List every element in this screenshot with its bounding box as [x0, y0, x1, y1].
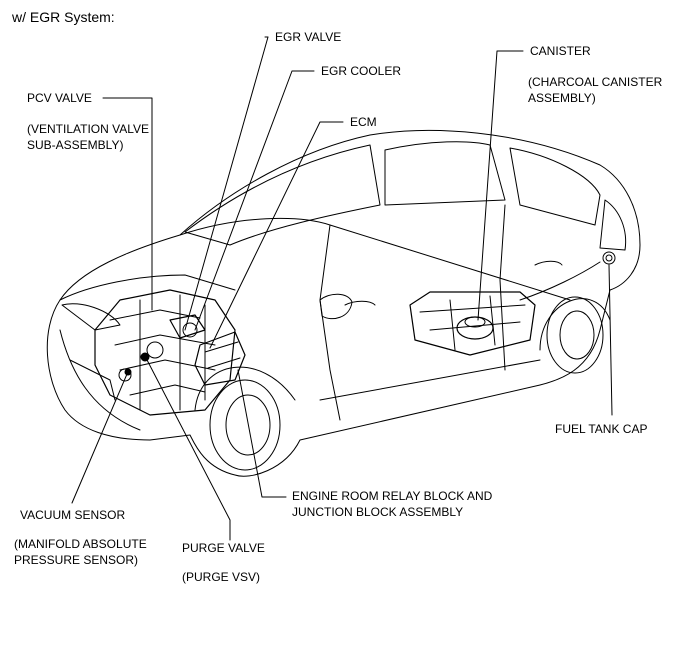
engine-detail-1 — [109, 309, 216, 396]
label-fuel-tank-cap: FUEL TANK CAP — [555, 422, 648, 436]
fuel-tank-detail — [419, 295, 526, 351]
label-egr-cooler: EGR COOLER — [321, 64, 402, 78]
leader-relay-block — [237, 369, 287, 498]
purge-vsv-part — [140, 352, 150, 362]
label-relay-block-2: JUNCTION BLOCK ASSEMBLY — [292, 505, 464, 519]
leader-fuel-tank-cap — [608, 264, 613, 416]
leader-egr-cooler — [194, 70, 315, 331]
leader-canister — [477, 50, 524, 321]
vacuum-sensor-part — [124, 368, 132, 376]
leader-purge-valve — [145, 357, 231, 541]
front-side-window — [384, 141, 506, 206]
canister-top — [464, 316, 486, 328]
front-door-line — [319, 224, 341, 421]
engine-detail-5 — [182, 322, 198, 338]
engine-block — [94, 289, 236, 416]
front-bumper — [59, 329, 141, 431]
leader-egr-valve — [184, 36, 269, 331]
label-canister: CANISTER — [530, 44, 591, 58]
fuel-cap-inner — [605, 254, 613, 262]
label-purge-valve: PURGE VALVE — [182, 541, 265, 555]
front-wheel-arch — [194, 366, 296, 411]
relay-block-box — [194, 331, 246, 386]
rear-quarter-window — [599, 199, 627, 251]
rear-wheel-arch — [539, 298, 611, 351]
engine-detail-4 — [118, 368, 132, 382]
windshield — [184, 144, 381, 246]
label-purge-valve-sub: (PURGE VSV) — [182, 570, 261, 584]
diagram-title: w/ EGR System: — [12, 9, 115, 25]
label-pcv-valve: PCV VALVE — [27, 91, 92, 105]
label-canister-sub-2: ASSEMBLY) — [528, 91, 596, 105]
egr-component — [169, 314, 206, 339]
leader-vacuum-sensor — [71, 373, 128, 504]
label-vacuum-sensor-sub-1: (MANIFOLD ABSOLUTE — [14, 537, 147, 551]
label-canister-sub-1: (CHARCOAL CANISTER — [528, 75, 663, 89]
label-relay-block-1: ENGINE ROOM RELAY BLOCK AND — [292, 489, 493, 503]
fuel-cap-outer — [602, 251, 616, 265]
grille — [69, 359, 116, 401]
rear-wheel-outer — [546, 296, 604, 374]
label-egr-valve: EGR VALVE — [275, 30, 342, 44]
car-body-outline — [46, 129, 641, 477]
engine-detail-3 — [146, 341, 164, 359]
side-sill — [319, 359, 541, 401]
label-pcv-valve-sub-1: (VENTILATION VALVE — [27, 122, 150, 136]
headlight — [61, 303, 121, 331]
label-ecm: ECM — [350, 115, 377, 129]
rear-door-handle — [534, 260, 563, 266]
fuel-filler-pipe — [519, 261, 601, 301]
rear-side-window — [509, 147, 601, 226]
front-wheel-inner — [225, 394, 271, 456]
canister-body — [456, 316, 494, 340]
rear-door-line — [499, 204, 506, 371]
front-wheel-outer — [209, 379, 281, 471]
relay-block-detail — [204, 341, 241, 369]
side-mirror — [319, 293, 353, 320]
hood-line — [59, 274, 236, 301]
fuel-tank — [409, 291, 536, 356]
rear-wheel-inner — [559, 310, 595, 360]
label-pcv-valve-sub-2: SUB-ASSEMBLY) — [27, 138, 124, 152]
roof-line — [179, 217, 571, 301]
leader-pcv-valve — [102, 97, 153, 311]
leader-ecm — [209, 121, 344, 349]
front-door-handle — [344, 300, 376, 306]
label-vacuum-sensor-sub-2: PRESSURE SENSOR) — [14, 553, 139, 567]
label-vacuum-sensor: VACUUM SENSOR — [20, 508, 126, 522]
